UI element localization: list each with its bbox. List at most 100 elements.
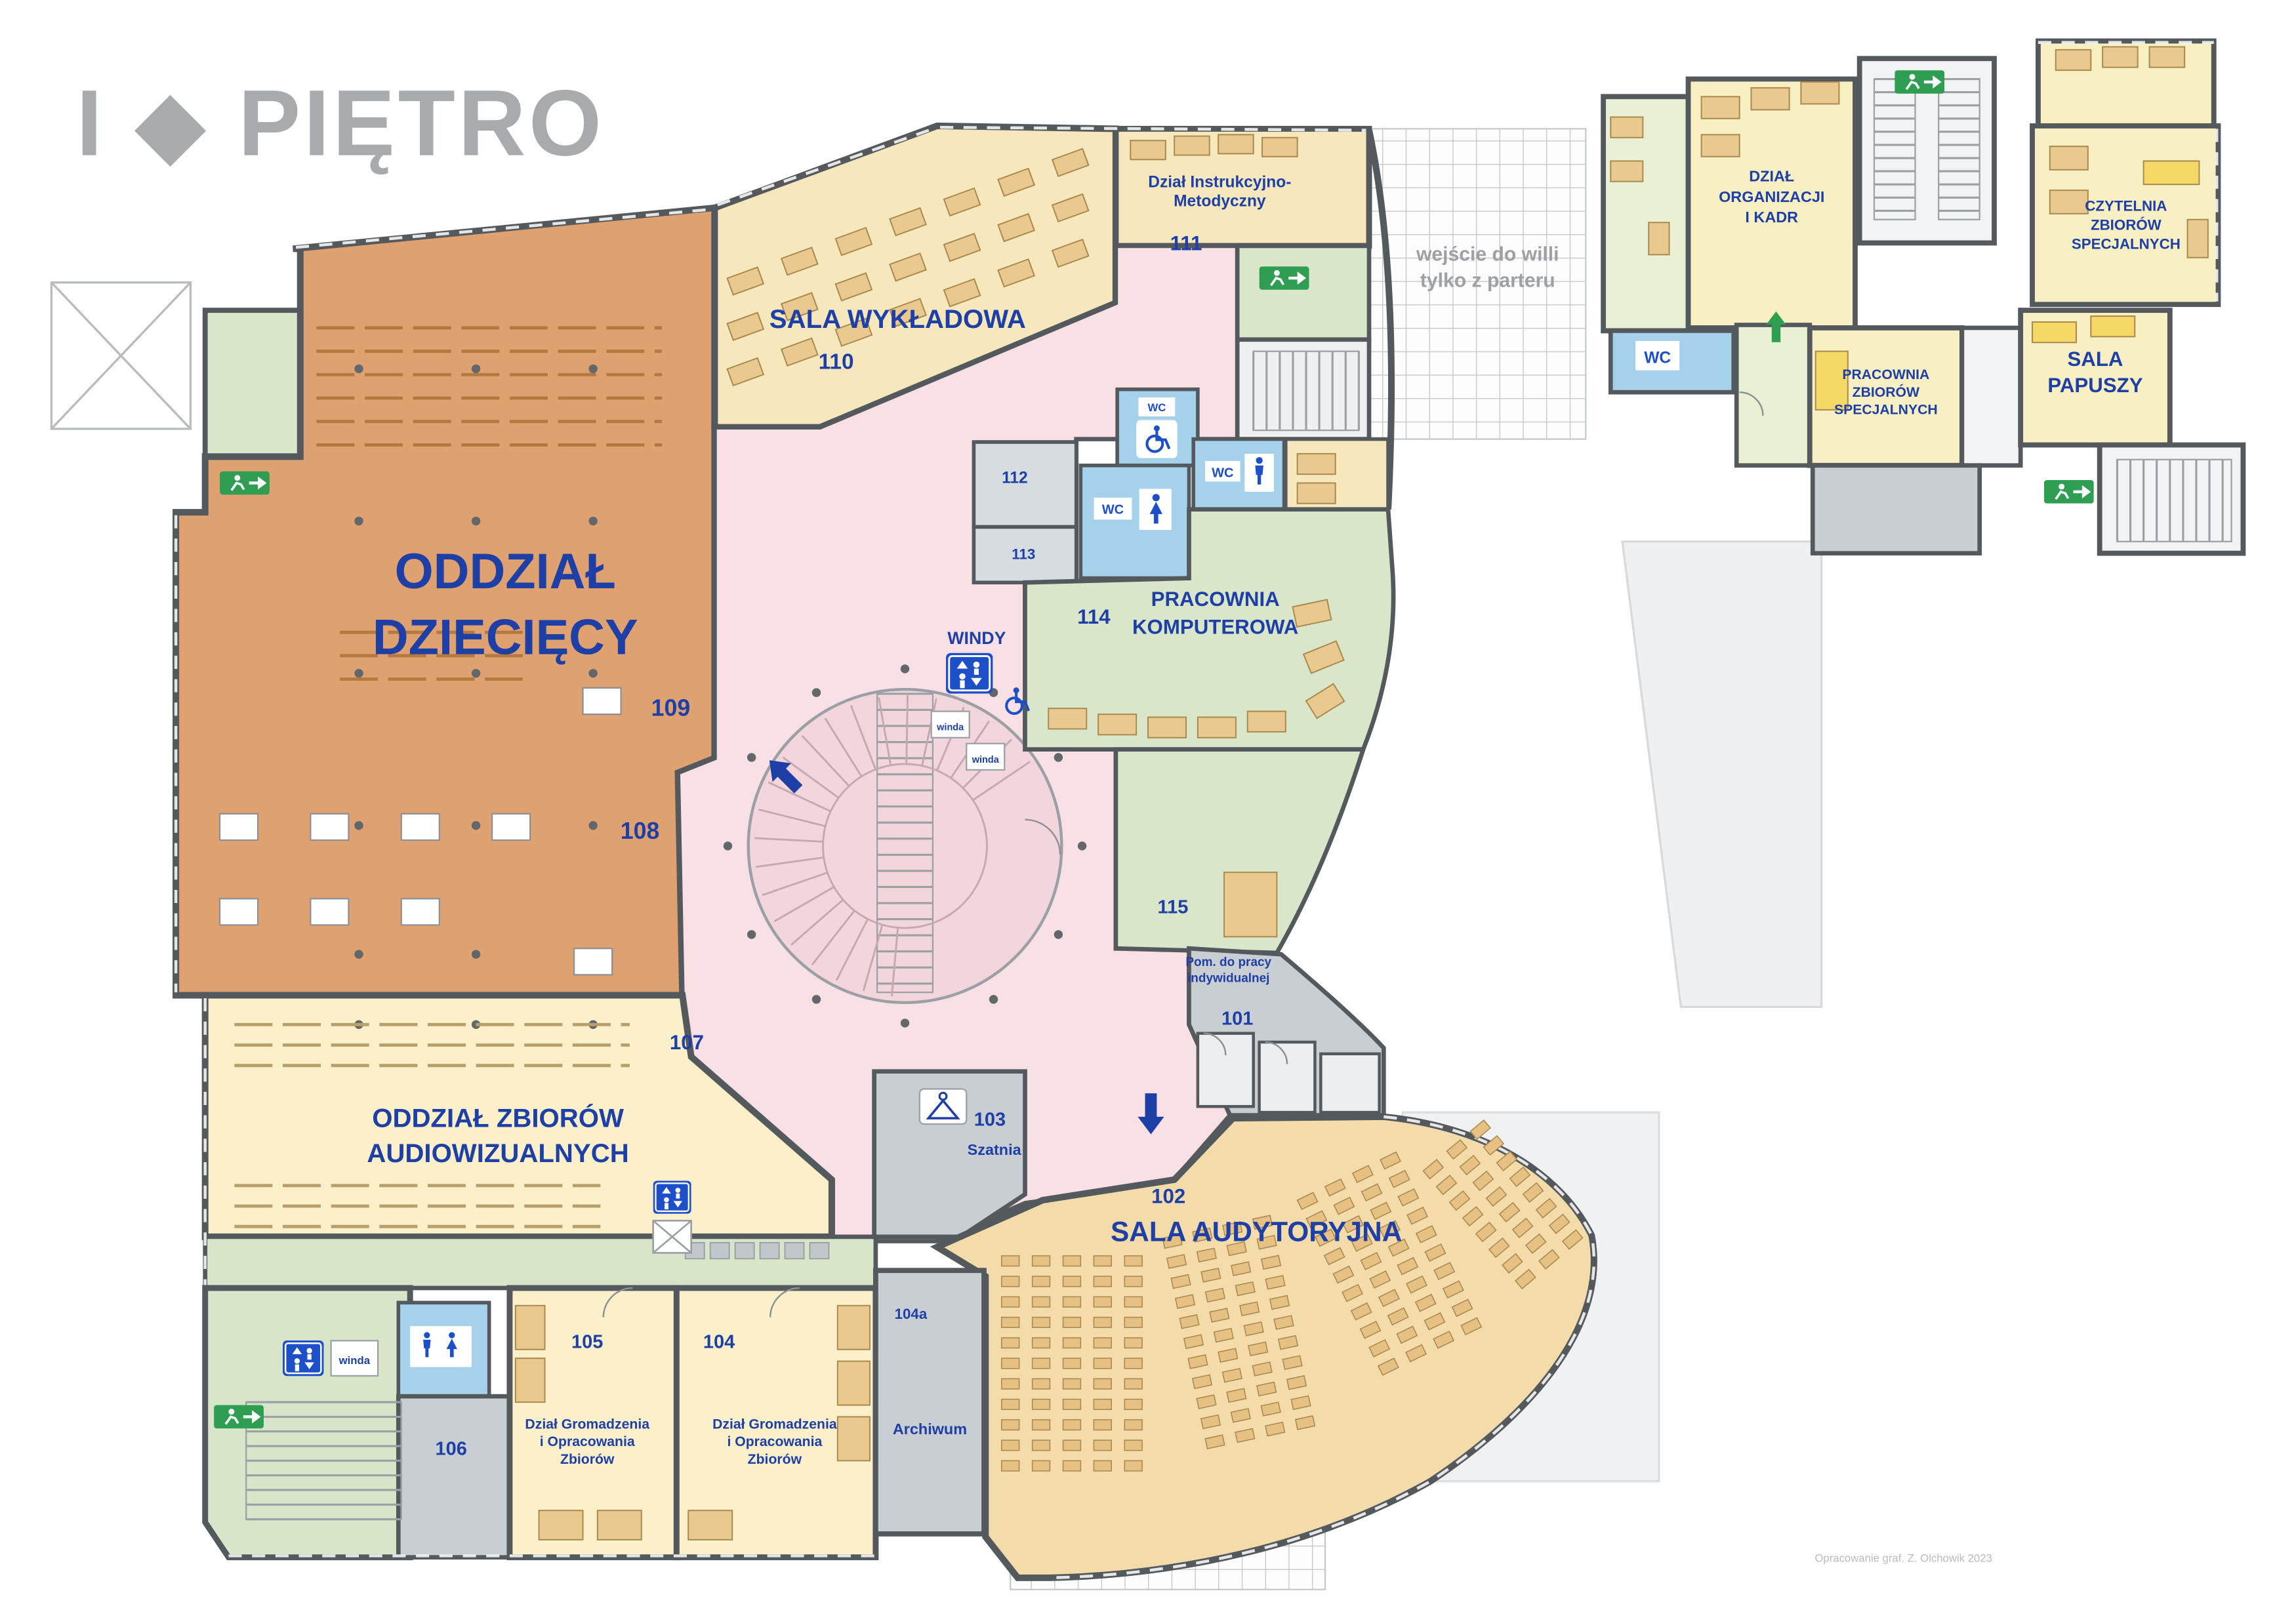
label-wc-villa: WC	[1644, 349, 1671, 367]
label-dzieciecy-1: ODDZIAŁ	[395, 544, 616, 599]
shelving	[316, 326, 663, 447]
room-115	[1113, 747, 1366, 956]
shelving	[234, 1184, 601, 1228]
arrow-up-green-icon	[1766, 311, 1786, 342]
label-audytoryjna: SALA AUDYTORYJNA	[1111, 1217, 1402, 1247]
arrow-down-icon	[1138, 1093, 1164, 1135]
stairs	[1938, 77, 1980, 220]
room-number-106: 106	[435, 1438, 466, 1459]
walkway-grid-top	[1365, 128, 1587, 440]
shelving	[234, 1022, 630, 1068]
auditorium-seats	[1001, 1255, 1143, 1472]
exit-sign-icon	[1895, 70, 1944, 94]
stairs	[1252, 350, 1360, 432]
label-105-3: Zbiorów	[560, 1452, 615, 1467]
label-instrukcyjny-1: Dział Instrukcyjno-	[1148, 174, 1291, 191]
hanger-icon	[918, 1088, 968, 1125]
label-archiwum: Archiwum	[893, 1420, 967, 1438]
label-dzieciecy-2: DZIECIĘCY	[373, 610, 638, 666]
tables	[218, 687, 622, 976]
room-number-104: 104	[703, 1332, 735, 1353]
room-number-107: 107	[670, 1031, 704, 1054]
credit: Opracowanie graf. Z. Olchowik 2023	[1814, 1552, 1992, 1564]
room-number-112: 112	[1002, 470, 1028, 487]
room-green-topleft	[202, 308, 304, 460]
room-szatnia	[872, 1069, 1027, 1239]
auditorium-seats	[1162, 1215, 1316, 1449]
label-windy: WINDY	[947, 628, 1006, 648]
stairs	[2116, 458, 2232, 542]
page-title: I ◆ PIĘTRO	[76, 71, 604, 176]
villa-room-gray	[1810, 463, 1982, 555]
elevator-shaft-box	[652, 1219, 693, 1254]
auditorium-seats	[1296, 1151, 1483, 1376]
labels: I ◆ PIĘTRO ODDZIAŁ DZIECIĘCY 109 108 SAL…	[76, 71, 2181, 1565]
label-pracownia-zb-2: ZBIORÓW	[1853, 384, 1919, 400]
desks	[514, 46, 2209, 1540]
label-organizacja-1: DZIAŁ	[1749, 168, 1794, 185]
label-praca-2: indywidualnej	[1187, 972, 1269, 986]
label-104-1: Dział Gromadzenia	[712, 1417, 837, 1432]
villa-corridor-2	[1959, 325, 2023, 468]
label-organizacja-3: I KADR	[1745, 209, 1798, 226]
room-archiwum	[872, 1268, 987, 1537]
room-number-101: 101	[1221, 1008, 1253, 1029]
label-winda-1: winda	[936, 723, 964, 733]
villa-corridor	[1734, 323, 1813, 468]
auditorium-seats	[1422, 1119, 1584, 1290]
window-bands	[174, 41, 2219, 1580]
elevator-icon	[653, 1180, 691, 1215]
rooms-villa	[1601, 38, 2246, 556]
label-czytelnia-1: CZYTELNIA	[2085, 197, 2167, 214]
label-praca-1: Pom. do pracy	[1185, 956, 1271, 969]
room-number-103: 103	[974, 1109, 1006, 1130]
stairs	[245, 1401, 402, 1521]
room-exit-top-right	[1235, 243, 1372, 342]
room-number-102: 102	[1151, 1185, 1185, 1208]
winda-chip	[330, 710, 1006, 1377]
exit-sign-icon	[214, 1405, 264, 1429]
label-czytelnia-2: ZBIORÓW	[2091, 216, 2162, 233]
arrow-up-left-icon	[769, 760, 803, 794]
label-winda-3: winda	[338, 1354, 371, 1367]
room-number-113: 113	[1012, 546, 1035, 563]
label-wykladowa: SALA WYKŁADOWA	[769, 304, 1026, 334]
label-audiowizualny-1: ODDZIAŁ ZBIORÓW	[372, 1103, 624, 1133]
elevator-icon	[946, 653, 993, 694]
label-105-1: Dział Gromadzenia	[525, 1417, 649, 1432]
room-112	[972, 440, 1078, 529]
label-instrukcyjny-2: Metodyczny	[1174, 193, 1266, 211]
room-stairs-top-right	[1235, 337, 1372, 441]
note-entrance-2: tylko z parteru	[1420, 270, 1555, 291]
room-number-111: 111	[1170, 232, 1202, 255]
label-wc-women: WC	[1102, 502, 1124, 517]
rooms-101-cubicles	[1196, 1032, 1381, 1114]
wc-chips	[410, 341, 1680, 1367]
room-number-114: 114	[1077, 605, 1111, 628]
exit-sign-icon	[220, 472, 270, 495]
exit-sign-icon	[2044, 480, 2094, 504]
label-audiowizualny-2: AUDIOWIZUALNYCH	[367, 1138, 628, 1168]
label-pracownia-zb-1: PRACOWNIA	[1842, 367, 1929, 382]
icons	[214, 70, 2094, 1428]
shelving	[340, 630, 527, 681]
note-entrance-1: wejście do willi	[1416, 243, 1559, 265]
room-number-109: 109	[651, 694, 691, 721]
label-szatnia: Szatnia	[968, 1141, 1022, 1158]
label-wc-accessible: WC	[1147, 401, 1166, 414]
label-105-2: i Opracowania	[540, 1434, 635, 1449]
door-arcs	[602, 391, 1764, 1318]
room-number-105: 105	[571, 1332, 603, 1353]
label-wc-men: WC	[1212, 466, 1233, 481]
room-106	[396, 1394, 512, 1560]
room-number-115: 115	[1158, 897, 1189, 918]
label-komputerowa-1: PRACOWNIA	[1151, 588, 1280, 611]
label-winda-2: winda	[972, 755, 1000, 765]
label-104-2: i Opracowania	[727, 1434, 822, 1449]
elevator-icon	[282, 1339, 324, 1377]
outer-wall-right-curve	[1366, 129, 1395, 510]
label-organizacja-2: ORGANIZACJI	[1719, 188, 1824, 205]
room-number-104a: 104a	[895, 1306, 928, 1322]
label-komputerowa-2: KOMPUTEROWA	[1132, 615, 1298, 638]
terrace-top-left	[50, 281, 192, 430]
